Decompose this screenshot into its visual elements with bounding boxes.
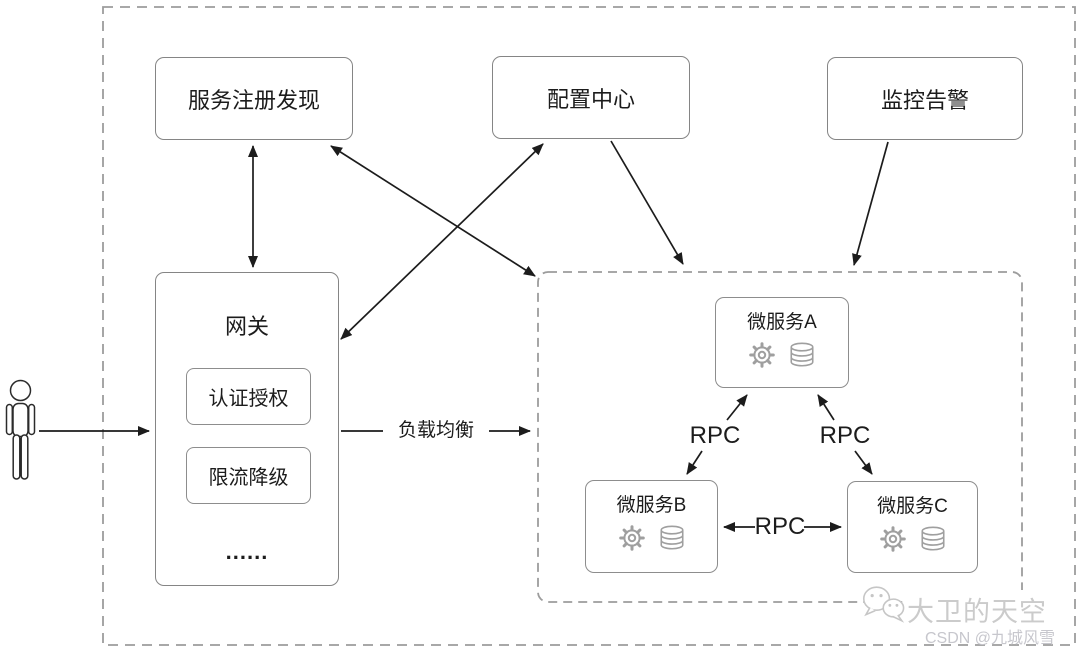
database-icon [659,525,684,550]
load-balance-label: 负载均衡 [383,419,489,443]
box-auth: 认证授权 [186,368,311,425]
box-microservice-a: 微服务A [715,297,849,388]
box-monitoring-alert: 监控告警 [827,57,1023,140]
database-icon [790,342,814,367]
box-service-registry: 服务注册发现 [155,57,353,140]
box-auth-label: 认证授权 [208,388,289,410]
box-microservice-c: 微服务C [847,481,978,573]
rpc-c-to-a-arrow [817,394,835,421]
box-service-registry-label: 服务注册发现 [187,87,320,113]
rpc-a-to-c-arrow [854,450,873,475]
rpc-a-to-b-arrow [686,450,703,475]
box-config-center: 配置中心 [492,56,690,139]
database-icon [920,526,945,551]
microservices-cluster-boundary [537,271,1023,603]
gear-icon [879,526,906,552]
rpc-label-ab: RPC [689,422,741,449]
box-gateway-label: 网关 [224,314,269,339]
monitor-cluster-arrow [852,141,889,266]
box-microservice-b: 微服务B [585,480,718,573]
box-microservice-c-label: 微服务C [877,496,948,517]
config-cluster-arrow [610,140,684,265]
registry-cluster-arrow [330,145,536,277]
box-ratelimit: 限流降级 [186,447,311,504]
box-microservice-a-label: 微服务A [747,312,817,333]
gateway-ellipsis: ...... [225,539,269,564]
box-gateway: 网关 认证授权 限流降级 ...... [155,272,339,586]
person-icon [5,379,36,480]
gateway-config-arrow [340,143,544,340]
box-microservice-b-label: 微服务B [616,495,687,516]
gear-icon [749,342,775,368]
rpc-label-bc: RPC [754,513,806,540]
rpc-label-ac: RPC [819,422,871,449]
wechat-icon [862,586,905,623]
watermark-brand: 大卫的天空 [905,590,1049,629]
box-monitoring-alert-label: 监控告警 [880,87,969,113]
gear-icon [618,525,645,551]
box-ratelimit-label: 限流降级 [208,467,289,489]
rpc-b-to-a-arrow [726,394,748,421]
box-config-center-label: 配置中心 [546,86,635,112]
watermark-credit: CSDN @九城风雪 [925,630,1056,647]
system-boundary [102,6,1076,646]
